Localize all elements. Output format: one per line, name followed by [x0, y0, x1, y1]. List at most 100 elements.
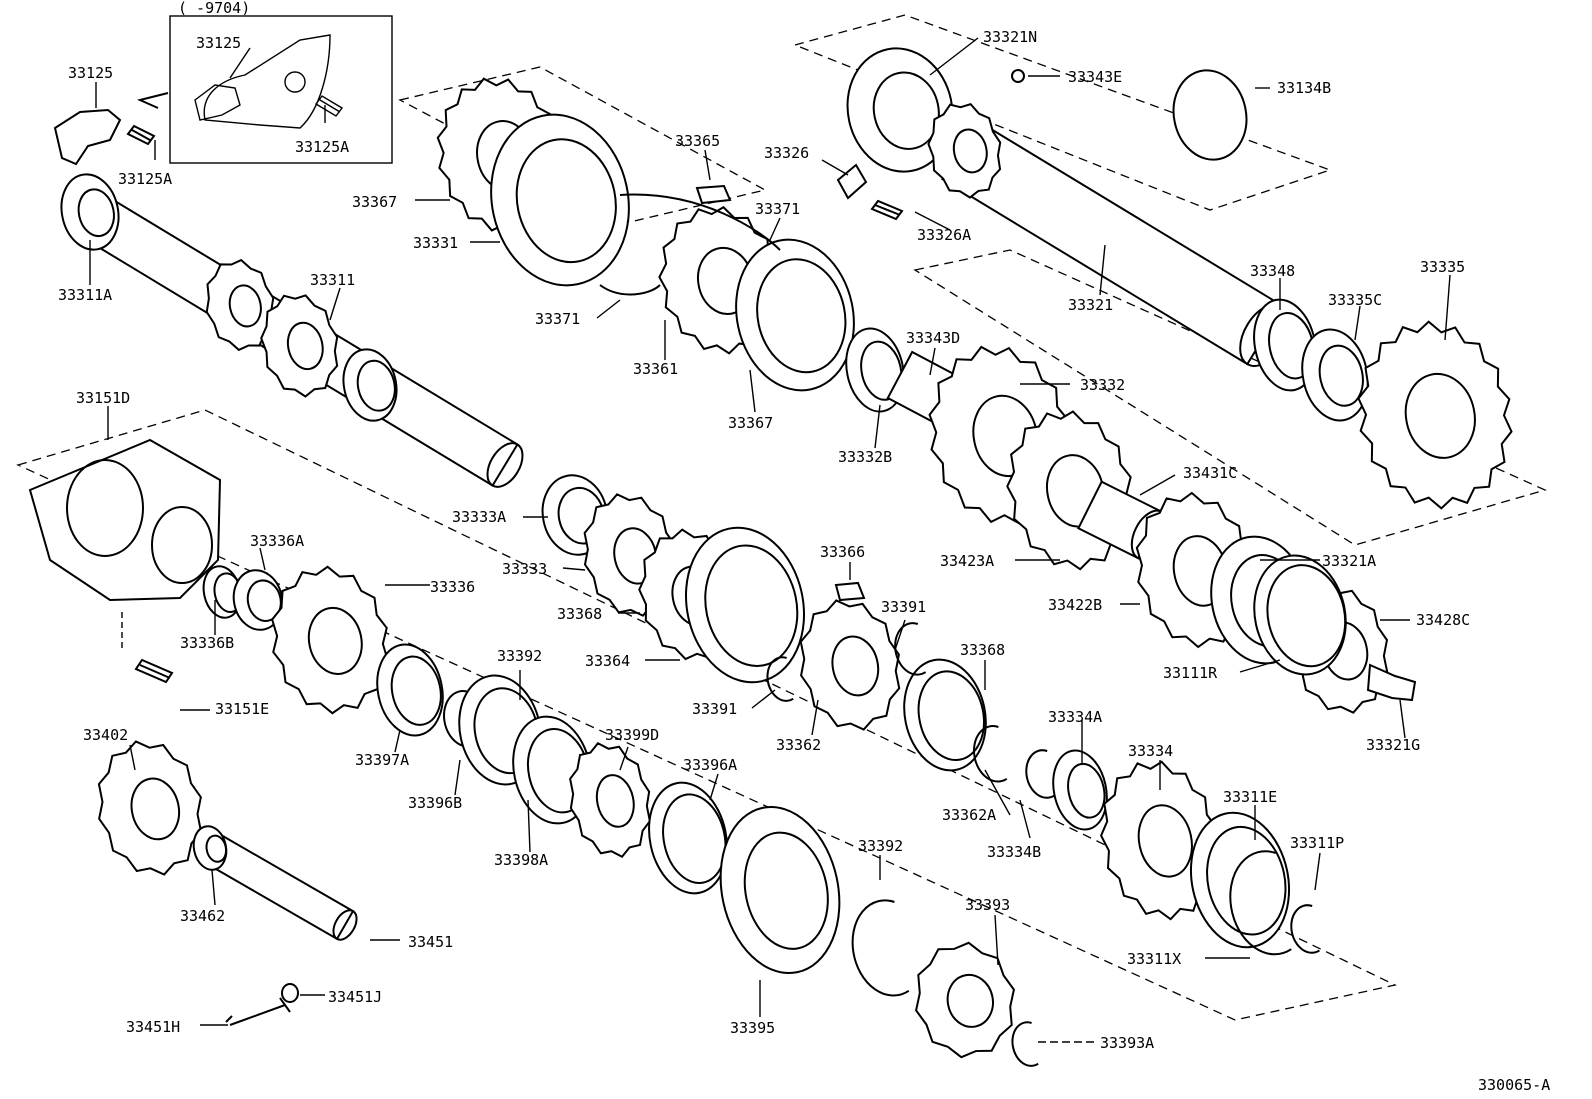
part-label-33451: 33451 [408, 933, 453, 951]
bearing-33335C-bore [1318, 344, 1364, 407]
gasket-33151D [28, 438, 222, 602]
part-label-33335: 33335 [1420, 258, 1465, 276]
part-label-33311P: 33311P [1290, 834, 1344, 852]
part-label-33111R: 33111R [1163, 664, 1218, 682]
part-label-33391: 33391 [881, 598, 926, 616]
leader-lines [89, 37, 1451, 1043]
gear-33362 [799, 599, 901, 731]
part-label-33334A: 33334A [1048, 708, 1102, 726]
ring-33368-bore [917, 670, 985, 762]
part-label-33321: 33321 [1068, 296, 1113, 314]
assembly-boundaries [16, 14, 1547, 1021]
reverse-ring-33367-bore [756, 258, 847, 374]
snap-33393A [1011, 1021, 1039, 1067]
part-label-33336A: 33336A [250, 532, 304, 550]
gear-33362-hub [831, 635, 880, 697]
bearing-33321N [846, 47, 954, 173]
inset-lever [194, 84, 241, 121]
part-label-33333A: 33333A [452, 508, 506, 526]
shift-lever [53, 108, 122, 166]
synchro-33399D-hub [595, 774, 635, 828]
bearing-33332B-bore [860, 340, 903, 401]
part-label-33431C: 33431C [1183, 464, 1237, 482]
sleeve-33364-bore [704, 544, 799, 667]
part-label-33331: 33331 [413, 234, 458, 252]
part-label-33362A: 33362A [942, 806, 996, 824]
spring-33391 [766, 656, 794, 702]
gear-33334-hub [1137, 804, 1193, 878]
part-label-33334B: 33334B [987, 843, 1041, 861]
part-label-33365: 33365 [675, 132, 720, 150]
shaft-33451-end [332, 909, 358, 941]
part-label-33311: 33311 [310, 271, 355, 289]
sleeve-33395-bore [743, 831, 829, 950]
part-label-33326: 33326 [764, 144, 809, 162]
inset-bolt [314, 95, 344, 117]
washer-33451J [281, 983, 299, 1003]
part-label-33392: 33392 [497, 647, 542, 665]
header-note: ( -9704) [178, 0, 250, 17]
boundary-output-shaft-group [792, 14, 1332, 211]
part-label-33311A: 33311A [58, 286, 112, 304]
part-label-33311E: 33311E [1223, 788, 1277, 806]
gear-33402-hub [130, 777, 181, 841]
part-label-33402: 33402 [83, 726, 128, 744]
ball-33343E [1011, 69, 1025, 83]
part-label-33332B: 33332B [838, 448, 892, 466]
part-label-33125: 33125 [68, 64, 113, 82]
part-label-33125: 33125 [196, 34, 241, 52]
part-label-33396B: 33396B [408, 794, 462, 812]
cap-33134B [1172, 69, 1248, 161]
spring-33371a [619, 193, 781, 251]
part-label-33462: 33462 [180, 907, 225, 925]
bolt-33151E [134, 658, 174, 684]
part-label-33332: 33332 [1080, 376, 1125, 394]
input-gear-2 [260, 294, 339, 398]
parts [28, 47, 1513, 1067]
boundary-input-group [16, 409, 1397, 1021]
inset-pivot [284, 71, 306, 93]
key-33366 [834, 581, 866, 602]
reverse-synchro-hub [490, 113, 630, 287]
key-33365 [695, 184, 732, 205]
gear-33393-hub [946, 973, 994, 1028]
part-label-33336: 33336 [430, 578, 475, 596]
figure-code: 330065-A [1478, 1076, 1550, 1094]
spring-33392 [851, 899, 910, 997]
inset-lever-housing [203, 34, 331, 129]
gear-33336 [271, 565, 389, 715]
bearing-33321N-bore [872, 71, 940, 150]
input-gear-2-hub [286, 321, 324, 371]
part-label-33361: 33361 [633, 360, 678, 378]
snap-33362A [973, 725, 1008, 783]
input-gear-1-hub [228, 284, 262, 328]
part-label-33333: 33333 [502, 560, 547, 578]
reverse-synchro-hub-bore [515, 138, 617, 264]
bearing-33334A [1052, 749, 1108, 831]
part-label-33397A: 33397A [355, 751, 409, 769]
shift-lever-bolt [126, 124, 156, 146]
gasket-hole-1 [66, 459, 144, 557]
part-label-33125A: 33125A [295, 138, 349, 156]
part-label-33392: 33392 [858, 837, 903, 855]
part-label-33422B: 33422B [1048, 596, 1102, 614]
part-label-33367: 33367 [728, 414, 773, 432]
inset-box [169, 15, 393, 164]
shaft-33451 [205, 834, 355, 941]
sleeve-33364 [684, 526, 806, 684]
part-label-33395: 33395 [730, 1019, 775, 1037]
part-label-33428C: 33428C [1416, 611, 1470, 629]
part-label-33326A: 33326A [917, 226, 971, 244]
gear-33393 [915, 941, 1015, 1059]
part-label-33393A: 33393A [1100, 1034, 1154, 1052]
ring-33334B [1025, 749, 1055, 799]
gear-33335 [1357, 320, 1513, 510]
part-label-33321G: 33321G [1366, 736, 1420, 754]
part-label-33336B: 33336B [180, 634, 234, 652]
part-label-33396A: 33396A [683, 756, 737, 774]
part-label-33364: 33364 [585, 652, 630, 670]
part-label-33371: 33371 [535, 310, 580, 328]
part-label-33393: 33393 [965, 896, 1010, 914]
bearing-33332B [845, 327, 905, 413]
